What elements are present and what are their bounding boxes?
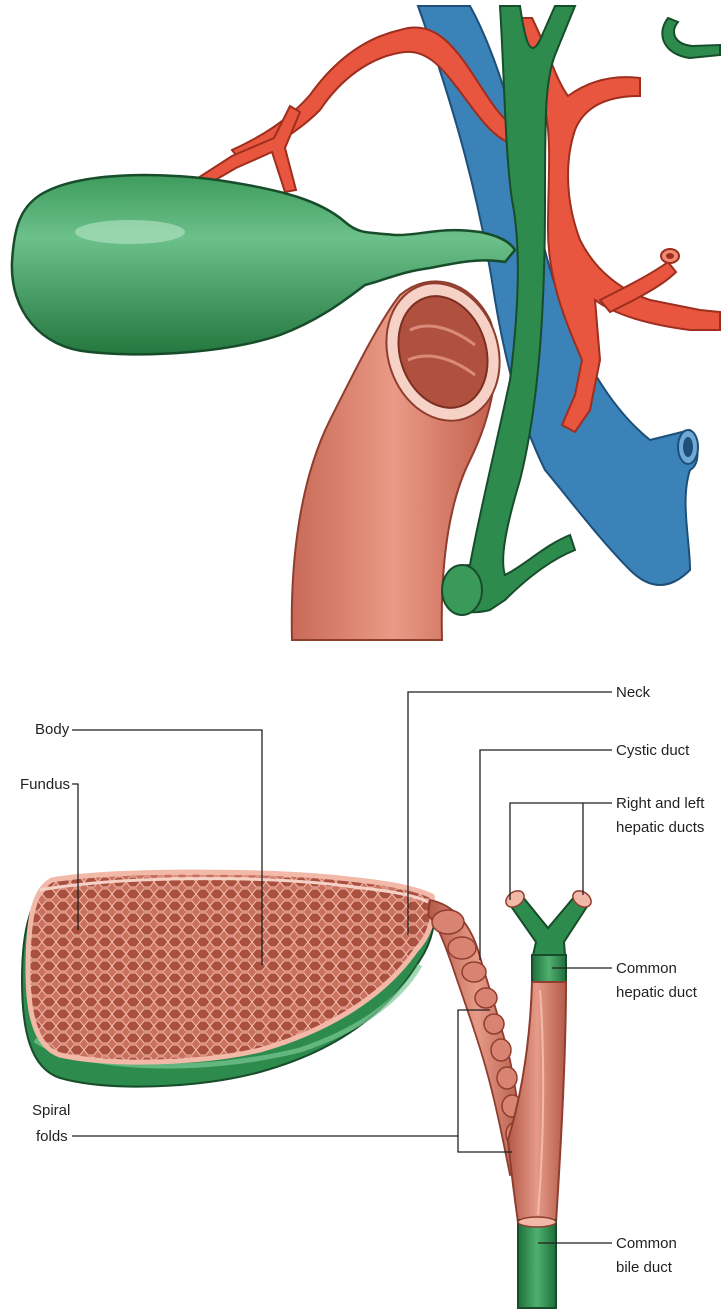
label-bile-duct-line2: bile duct [616, 1259, 673, 1276]
label-spiral-line2: folds [36, 1128, 68, 1145]
common-bile-duct-lower [518, 1220, 556, 1308]
label-hepatic-ducts-line1: Right and left [616, 795, 705, 812]
leader-hepatic-ducts [510, 803, 612, 900]
label-common-hepatic-line2: hepatic duct [616, 984, 698, 1001]
common-hepatic-duct [532, 955, 566, 985]
label-spiral-line1: Spiral [32, 1102, 70, 1119]
label-fundus: Fundus [20, 776, 70, 793]
external-anatomy-illustration [12, 6, 720, 640]
label-neck: Neck [616, 684, 651, 701]
label-bile-duct-line1: Common [616, 1235, 677, 1252]
label-hepatic-ducts-line2: hepatic ducts [616, 819, 704, 836]
internal-anatomy-illustration: Neck Body Fundus Cystic duct Right and l… [20, 684, 705, 1308]
gallbladder-mucosa [28, 872, 433, 1062]
hepatic-duct-fragment [662, 18, 720, 58]
label-cystic-duct: Cystic duct [616, 742, 690, 759]
label-body: Body [35, 721, 70, 738]
duct-ampulla [442, 565, 482, 615]
label-common-hepatic-line1: Common [616, 960, 677, 977]
